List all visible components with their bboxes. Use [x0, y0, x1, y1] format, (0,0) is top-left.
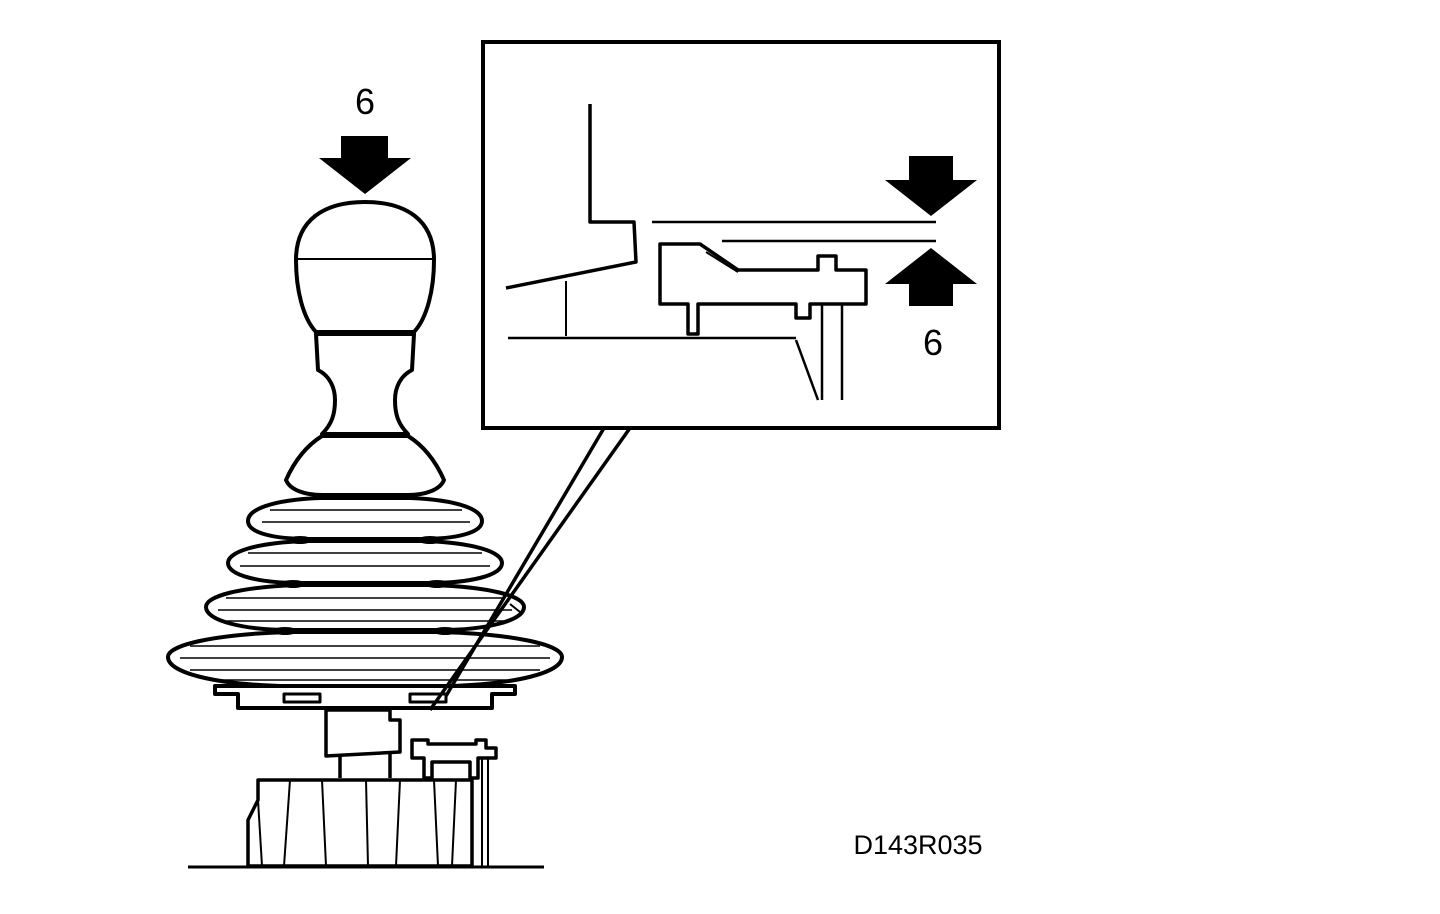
joystick-neck [284, 332, 446, 497]
rubber-bellows [166, 496, 564, 688]
gap-up-arrow-icon [885, 248, 977, 306]
detail-leader [428, 426, 632, 712]
top-callout-label: 6 [355, 81, 375, 122]
figure-code-label: D143R035 [853, 830, 982, 860]
detail-view [505, 104, 936, 401]
joystick-knob [294, 200, 436, 334]
detail-callout-label: 6 [923, 322, 943, 363]
bellows-base-flange [213, 684, 517, 710]
gap-down-arrow-icon [885, 156, 977, 216]
detail-inset-box [481, 40, 1001, 430]
lower-mechanism [246, 708, 498, 868]
push-down-arrow-icon [319, 136, 411, 194]
